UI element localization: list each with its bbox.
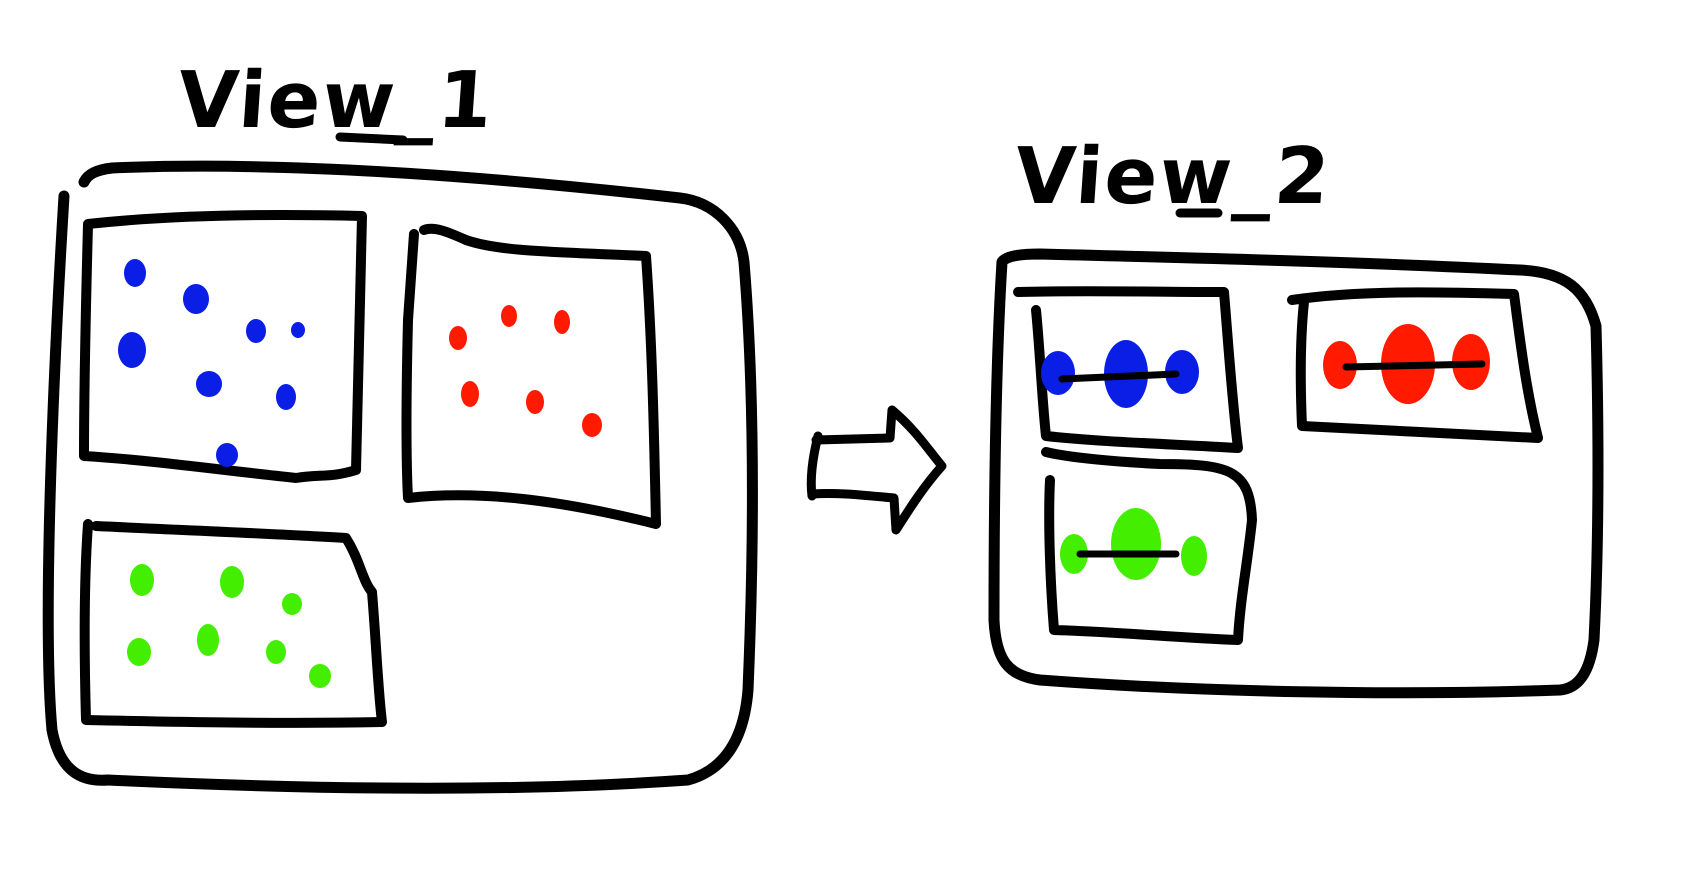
- blue-dot: [246, 319, 266, 343]
- view-1-green-panel: [79, 519, 387, 728]
- red-dot: [501, 305, 517, 327]
- blue-box: [1165, 350, 1199, 394]
- blue-dot: [196, 371, 222, 397]
- red-scatter-dots: [449, 305, 602, 437]
- blue-dot: [183, 284, 209, 314]
- blue-dot: [291, 322, 305, 338]
- red-box: [1323, 341, 1357, 389]
- green-dot: [197, 624, 219, 656]
- green-box-panel-border: [1041, 447, 1257, 645]
- view-1-frame: [42, 160, 758, 794]
- green-dot: [127, 638, 151, 666]
- right-arrow-icon: [806, 405, 947, 535]
- red-panel-border: [401, 223, 661, 529]
- green-panel-border: [79, 519, 387, 728]
- green-box-marks: [1060, 508, 1207, 580]
- green-dot: [130, 564, 154, 596]
- green-box: [1181, 536, 1207, 576]
- green-scatter-dots: [127, 564, 331, 688]
- view-1: [42, 160, 758, 794]
- green-dot: [282, 593, 302, 615]
- green-box: [1111, 508, 1161, 580]
- view-2-red-panel: [1287, 287, 1543, 443]
- blue-whisker-line: [1058, 370, 1180, 383]
- view-1-label-underline: [335, 132, 408, 145]
- blue-dot: [124, 259, 146, 287]
- green-dot: [309, 664, 331, 688]
- green-dot: [220, 566, 244, 598]
- blue-panel-border: [79, 209, 367, 483]
- green-dot: [266, 640, 286, 664]
- red-box-panel-border: [1287, 287, 1543, 443]
- blue-box: [1041, 351, 1075, 395]
- red-dot: [449, 326, 467, 350]
- view-2-green-panel: [1041, 447, 1257, 645]
- blue-dot: [276, 384, 296, 410]
- blue-scatter-dots: [118, 259, 305, 467]
- blue-box-panel-border: [1013, 286, 1243, 453]
- view-1-blue-panel: [79, 209, 367, 483]
- red-dot: [554, 310, 570, 334]
- blue-dot: [216, 443, 238, 467]
- view-2-blue-panel: [1013, 286, 1243, 453]
- red-dot: [461, 381, 479, 407]
- blue-dot: [118, 332, 146, 368]
- red-dot: [526, 390, 544, 414]
- green-box: [1060, 534, 1088, 574]
- red-whisker-line: [1342, 360, 1486, 371]
- view-2-frame: [988, 248, 1604, 699]
- red-dot: [582, 413, 602, 437]
- view-1-red-panel: [401, 223, 661, 529]
- view-2: [988, 248, 1604, 699]
